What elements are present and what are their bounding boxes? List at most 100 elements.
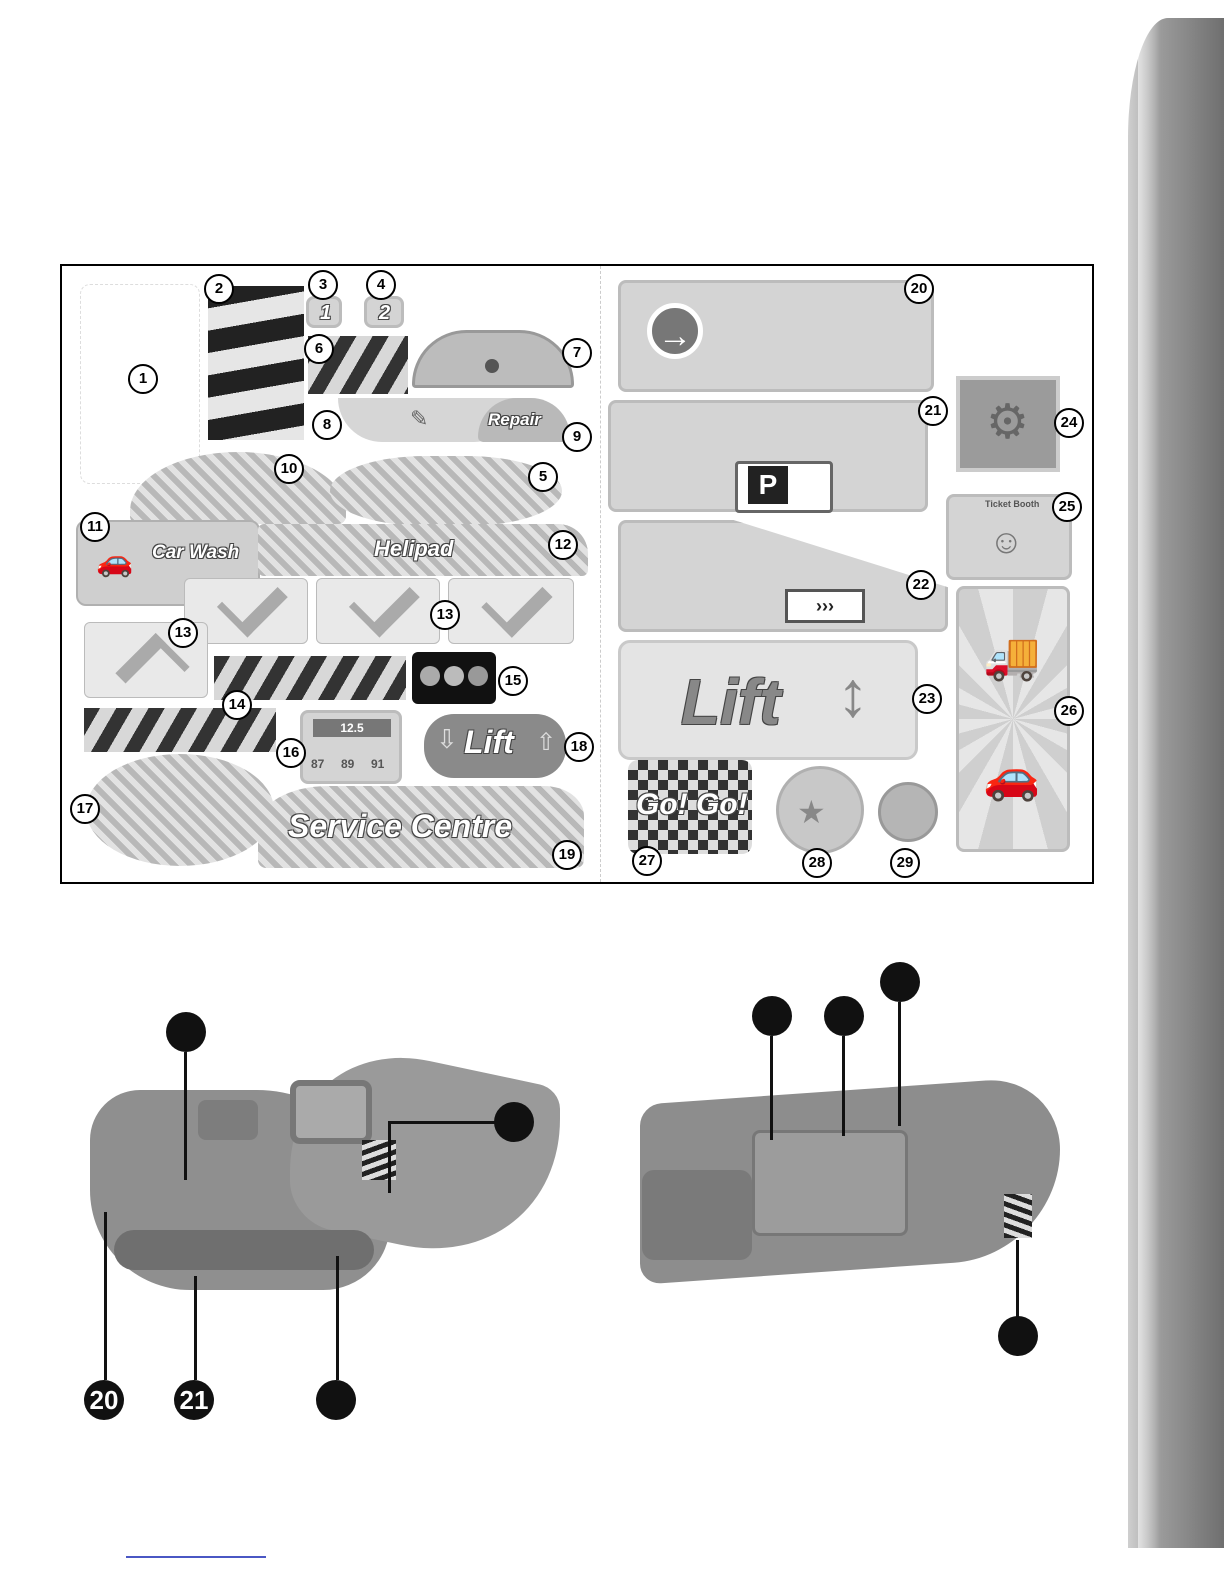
sticker-number-13: 13	[168, 618, 198, 648]
sticker-number-7: 7	[562, 338, 592, 368]
toy-panel	[752, 1130, 908, 1236]
callout-line	[388, 1121, 496, 1124]
sticker-7-gauge	[412, 330, 574, 388]
sticker-number-18: 18	[564, 732, 594, 762]
sticker-number-8: 8	[312, 410, 342, 440]
sticker-28-shapes: ★	[776, 766, 864, 854]
arrow-updown-icon: ↕	[837, 657, 869, 731]
car-icon: 🚗	[983, 749, 1040, 804]
toy-tower	[198, 1100, 258, 1140]
sticker-12-helipad: Helipad	[258, 524, 588, 576]
wrench-icon: ✎	[410, 406, 428, 432]
sticker-number-12: 12	[548, 530, 578, 560]
sticker-23-lift: Lift ↕	[618, 640, 918, 760]
parking-sign: P	[735, 461, 833, 513]
fuel-grade: 91	[371, 757, 384, 771]
sticker-number-23: 23	[912, 684, 942, 714]
sticker-20-garage: →	[618, 280, 934, 392]
sticker-number-20: 20	[904, 274, 934, 304]
arrow-down-icon: ⇩	[436, 724, 458, 755]
sticker-4-number: 2	[364, 296, 404, 328]
sticker-number-6: 6	[304, 334, 334, 364]
parking-label: P	[748, 466, 788, 504]
toy-stripes-right	[1004, 1194, 1032, 1238]
chevron-sign: ›››	[785, 589, 865, 623]
sticker-number-15: 15	[498, 666, 528, 696]
sticker-number-3: 3	[308, 270, 338, 300]
sticker-number-28: 28	[802, 848, 832, 878]
callout-line	[104, 1212, 107, 1380]
light-icon	[468, 666, 488, 686]
car-wash-label: Car Wash	[152, 542, 239, 564]
callout-21: 21	[174, 1380, 214, 1420]
gear-icon: ⚙	[986, 394, 1029, 450]
sticker-15-traffic-light	[412, 652, 496, 704]
arrow-circle-icon: →	[647, 303, 703, 359]
callout-left-bottom	[316, 1380, 356, 1420]
go-go-label: Go! Go!	[636, 788, 748, 822]
sticker-21-garage: P	[608, 400, 928, 512]
callout-left-top	[166, 1012, 206, 1052]
toy-playset-right	[630, 1090, 1060, 1290]
sticker-16-fuel-pump: 12.5 87 89 91	[300, 710, 402, 784]
sticker-5-plate	[330, 456, 562, 526]
sheet-divider	[600, 266, 601, 882]
toy-buttons	[642, 1170, 752, 1260]
sticker-29-badge	[878, 782, 938, 842]
callout-20: 20	[84, 1380, 124, 1420]
sticker-18-lift: ⇩ Lift ⇧	[424, 714, 566, 778]
sticker-3-number: 1	[306, 296, 342, 328]
callout-line	[770, 1036, 773, 1140]
sticker-number-16: 16	[276, 738, 306, 768]
light-icon	[444, 666, 464, 686]
sticker-number-13b: 13	[430, 600, 460, 630]
sticker-number-4: 4	[366, 270, 396, 300]
ticket-booth-label: Ticket Booth	[985, 499, 1039, 509]
sticker-19-service-centre: Service Centre	[258, 786, 584, 868]
sticker-number-9: 9	[562, 422, 592, 452]
sticker-number-27: 27	[632, 846, 662, 876]
sticker-4-text: 2	[379, 302, 390, 325]
lift-large-label: Lift	[681, 665, 781, 739]
callout-line	[184, 1052, 187, 1180]
star-icon: ★	[797, 793, 826, 831]
sticker-number-1: 1	[128, 364, 158, 394]
sticker-17-plate	[86, 754, 274, 866]
callout-right-4	[998, 1316, 1038, 1356]
sticker-number-24: 24	[1054, 408, 1084, 438]
gauge-icon	[485, 359, 499, 373]
car-icon: 🚗	[96, 544, 133, 579]
callout-right-1	[752, 996, 792, 1036]
helipad-label: Helipad	[374, 536, 453, 562]
sticker-number-17: 17	[70, 794, 100, 824]
sticker-22-garage: ›››	[618, 520, 948, 632]
sticker-number-2: 2	[204, 274, 234, 304]
toy-playset-left	[90, 1040, 560, 1300]
fuel-grade: 87	[311, 757, 324, 771]
service-centre-label: Service Centre	[288, 808, 512, 845]
sticker-number-19: 19	[552, 840, 582, 870]
sticker-13-chevron	[448, 578, 574, 644]
person-icon: ☺	[989, 523, 1024, 562]
truck-icon: 🚚	[983, 629, 1040, 684]
sticker-number-5: 5	[528, 462, 558, 492]
repair-label: Repair	[488, 410, 541, 430]
sticker-number-25: 25	[1052, 492, 1082, 522]
sticker-3-text: 1	[320, 302, 331, 325]
sticker-number-21: 21	[918, 396, 948, 426]
light-icon	[420, 666, 440, 686]
lift-small-label: Lift	[464, 724, 514, 761]
toy-garage-row	[114, 1230, 374, 1270]
fuel-price: 12.5	[313, 719, 391, 737]
callout-line	[194, 1276, 197, 1380]
sticker-number-11: 11	[80, 512, 110, 542]
arrow-up-icon: ⇧	[536, 728, 556, 757]
callout-line	[842, 1036, 845, 1136]
callout-right-2	[824, 996, 864, 1036]
sticker-number-22: 22	[906, 570, 936, 600]
fuel-grade: 89	[341, 757, 354, 771]
toy-window	[290, 1080, 372, 1144]
callout-line	[898, 1002, 901, 1126]
sticker-27-go-go: Go! Go!	[628, 760, 752, 854]
footer-rule	[126, 1556, 266, 1558]
